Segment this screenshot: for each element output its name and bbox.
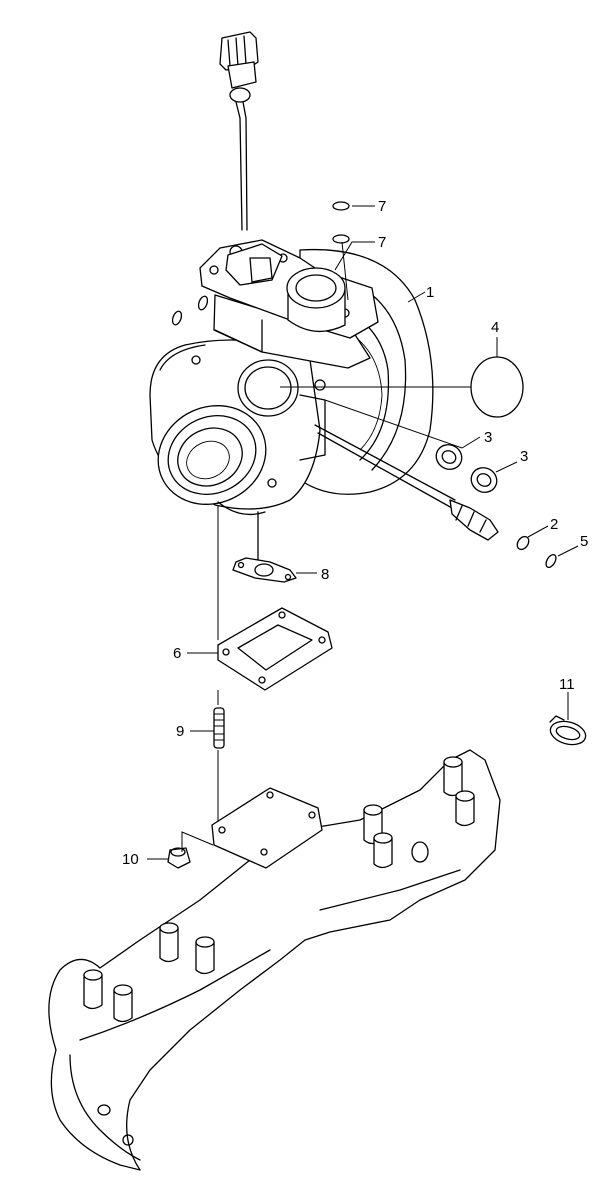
callout-6: 6 xyxy=(173,645,181,662)
speed-sensor-probe xyxy=(314,424,499,541)
oil-drain-gasket-part-8 xyxy=(232,557,297,583)
callout-8: 8 xyxy=(321,566,329,583)
o-ring-part-7a xyxy=(332,201,350,211)
exhaust-flange-gasket-part-6 xyxy=(217,607,333,691)
callout-3a: 3 xyxy=(484,429,492,446)
nut-part-10 xyxy=(167,847,191,869)
o-ring-part-5 xyxy=(545,553,557,569)
stud-part-9 xyxy=(213,707,225,749)
callout-7a: 7 xyxy=(378,198,386,215)
turbocharger-assembly xyxy=(149,239,434,561)
o-ring-left-b xyxy=(197,295,209,311)
o-ring-part-2 xyxy=(516,535,530,551)
callout-2: 2 xyxy=(550,516,558,533)
exhaust-manifold xyxy=(48,749,501,1171)
sensor-connector xyxy=(219,31,259,231)
sealing-washer-part-3a xyxy=(435,444,463,470)
gasket-ring-part-4 xyxy=(470,356,524,418)
hose-clamp-part-11 xyxy=(549,715,587,746)
o-ring-part-7b xyxy=(332,234,350,244)
assembly-line-nut xyxy=(181,831,214,852)
callout-10: 10 xyxy=(122,851,139,868)
callout-4: 4 xyxy=(491,319,499,336)
callout-7b: 7 xyxy=(378,234,386,251)
callout-11: 11 xyxy=(559,676,575,693)
callout-9: 9 xyxy=(176,723,184,740)
sealing-washer-part-3b xyxy=(470,467,498,493)
leader-lines xyxy=(147,205,579,860)
callout-1: 1 xyxy=(426,284,434,301)
o-ring-left-a xyxy=(171,310,183,326)
callout-3b: 3 xyxy=(520,448,528,465)
callout-5: 5 xyxy=(580,533,588,550)
